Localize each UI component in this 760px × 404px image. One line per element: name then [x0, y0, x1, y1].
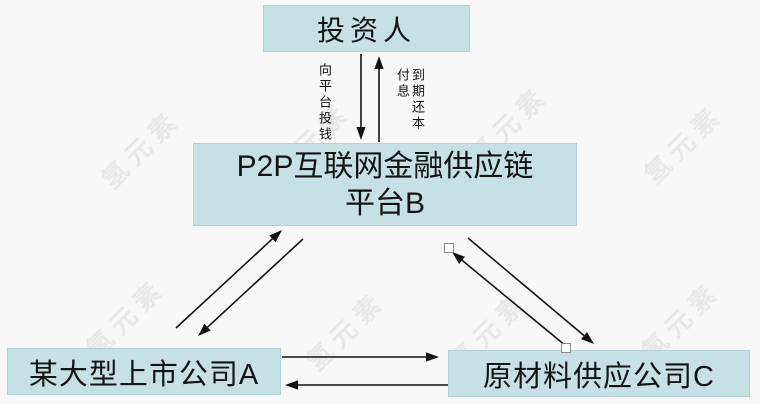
companyC-to-companyA-arrow[interactable] [285, 380, 448, 390]
selection-handle[interactable] [444, 243, 454, 253]
node-investor[interactable]: 投资人 [263, 5, 470, 52]
label-repay-principal-interest: 到期还本付息 [395, 68, 425, 132]
selection-handle[interactable] [561, 343, 571, 353]
companyA-to-platform-arrow[interactable] [175, 230, 282, 329]
node-platform[interactable]: P2P互联网金融供应链 平台B [193, 143, 577, 226]
platform-to-companyC-arrow[interactable] [467, 237, 594, 344]
label-invest-money: 向平台投钱 [317, 63, 332, 143]
node-company-a-label: 某大型上市公司A [28, 358, 260, 391]
investor-to-platform-arrow[interactable] [356, 54, 366, 140]
node-company-c[interactable]: 原材料供应公司C [448, 350, 750, 397]
platform-to-investor-arrow[interactable] [374, 56, 384, 142]
node-company-c-label: 原材料供应公司C [483, 360, 715, 393]
node-platform-label-line2: 平台B [344, 186, 425, 220]
companyC-to-platform-arrow[interactable] [452, 252, 567, 347]
node-platform-label-line1: P2P互联网金融供应链 [236, 149, 534, 183]
node-company-a[interactable]: 某大型上市公司A [7, 348, 281, 395]
node-investor-label: 投资人 [316, 14, 416, 46]
companyA-to-companyC-arrow[interactable] [282, 352, 439, 362]
platform-to-companyA-arrow[interactable] [198, 238, 304, 336]
